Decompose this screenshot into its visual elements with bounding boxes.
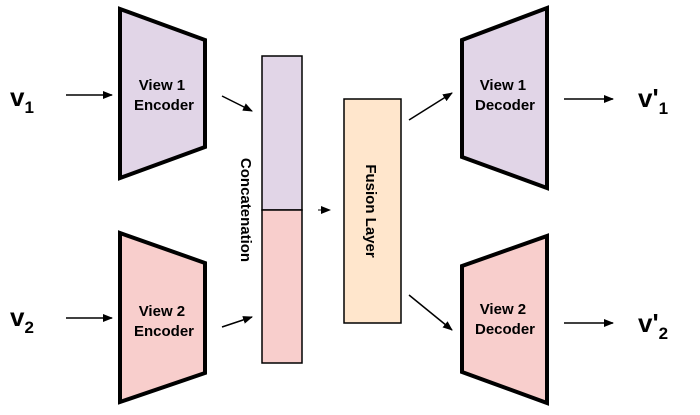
concatenation-label: Concatenation	[237, 158, 254, 262]
svg-text:v'2: v'2	[638, 308, 668, 343]
svg-text:v2: v2	[10, 302, 34, 337]
view1-encoder-label: View 1 Encoder	[134, 77, 194, 114]
view2-encoder-block	[118, 230, 207, 405]
arrow-fusion-to-decoder1	[408, 92, 453, 121]
svg-text:v'1: v'1	[638, 83, 668, 118]
arrow-encoder1-to-concat	[221, 95, 253, 112]
concatenation-top-segment	[261, 55, 303, 211]
view1-decoder-label: View 1 Decoder	[475, 77, 535, 114]
view1-encoder-block	[118, 6, 207, 181]
output-v2-prime-label: v'2	[638, 308, 668, 343]
input-v1-label: v1	[10, 82, 34, 117]
concatenation-bottom-segment	[261, 209, 303, 364]
view2-decoder-block	[460, 233, 549, 406]
input-v2-label: v2	[10, 302, 34, 337]
fusion-layer-label: Fusion Layer	[362, 164, 379, 258]
arrow-fusion-to-decoder2	[408, 294, 453, 331]
view1-decoder-block	[460, 5, 549, 191]
output-v1-prime-label: v'1	[638, 83, 668, 118]
arrow-encoder2-to-concat	[221, 316, 253, 328]
view2-decoder-label: View 2 Decoder	[475, 301, 535, 338]
svg-text:v1: v1	[10, 82, 34, 117]
view2-encoder-label: View 2 Encoder	[134, 303, 194, 340]
fusion-layer-block	[343, 98, 402, 324]
